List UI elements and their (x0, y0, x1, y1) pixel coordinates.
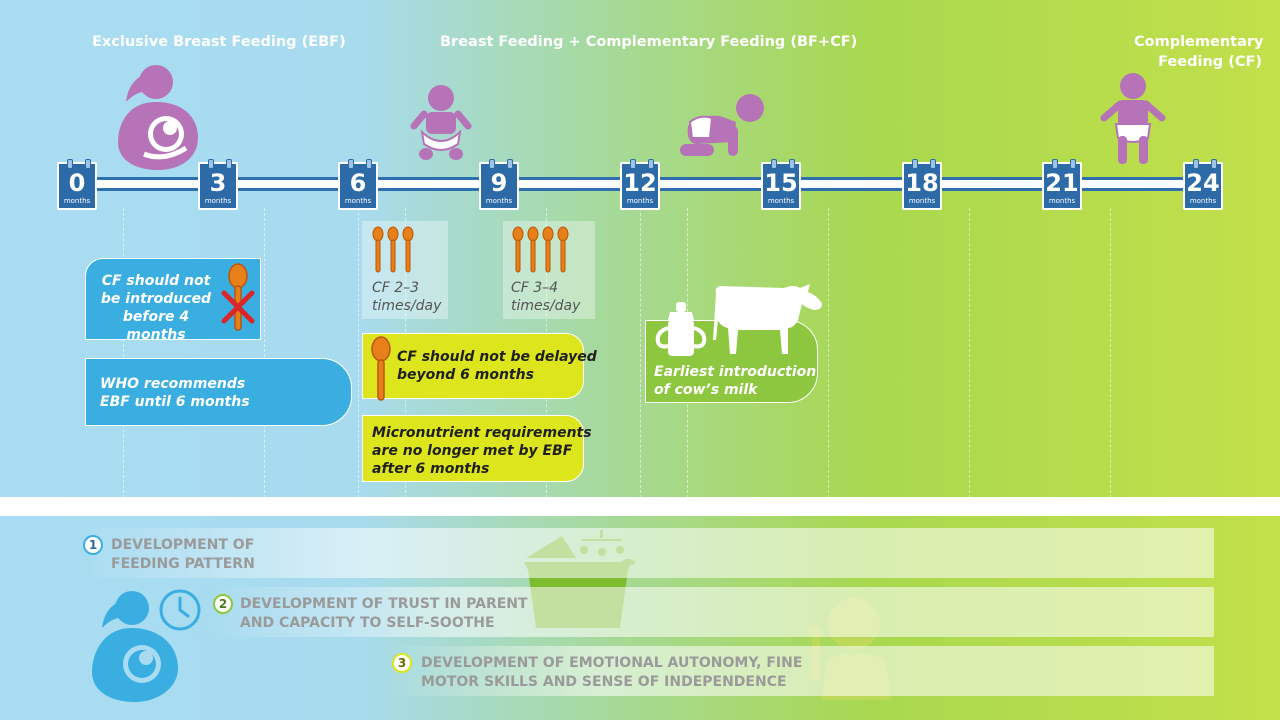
cf-not-delayed-text: CF should not be delayed beyond 6 months (397, 348, 597, 384)
month-unit: months (767, 197, 795, 205)
phase-heading-bfcf: Breast Feeding + Complementary Feeding (… (440, 34, 858, 50)
month-number: 6 (349, 169, 367, 197)
month-unit: months (908, 197, 936, 205)
breastfeeding-mother-icon (118, 65, 198, 170)
sippy-cup-icon (655, 302, 707, 356)
guide-line (828, 208, 829, 498)
month-number: 12 (623, 169, 657, 197)
micronutrient-text: Micronutrient requirements are no longer… (372, 424, 592, 478)
spoon-icon (371, 336, 391, 401)
cf-3-4-text: CF 3–4 times/day (511, 279, 580, 315)
text-line: MOTOR SKILLS AND SENSE OF INDEPENDENCE (421, 674, 787, 690)
cows-milk-text: Earliest introduction of cow’s milk (654, 363, 816, 399)
month-marker-12: 12 months (620, 159, 660, 210)
guide-line (358, 208, 359, 498)
guide-line (123, 208, 124, 498)
development-bar-1 (78, 528, 1214, 578)
text-line: times/day (511, 298, 581, 314)
text-line: are no longer met by EBF (372, 443, 573, 459)
cross-mark-icon (221, 290, 255, 324)
cf-not-introduced-text: CF should not be introduced before 4 mon… (96, 272, 216, 344)
month-unit: months (485, 197, 513, 205)
month-marker-15: 15 months (761, 159, 801, 210)
baby-crawling-icon (680, 94, 764, 156)
text-line: after 6 months (372, 461, 490, 477)
text-line: Micronutrient requirements (372, 425, 592, 441)
text-line: DEVELOPMENT OF (111, 537, 255, 553)
text-line: WHO recommends (100, 376, 246, 392)
month-marker-18: 18 months (902, 159, 942, 210)
month-marker-0: 0 months (57, 159, 97, 210)
guide-line (1110, 208, 1111, 498)
cow-icon (713, 284, 822, 354)
development-label-3: DEVELOPMENT OF EMOTIONAL AUTONOMY, FINE … (421, 654, 802, 692)
guide-line (969, 208, 970, 498)
month-marker-24: 24 months (1183, 159, 1223, 210)
text-line: times/day (372, 298, 442, 314)
text-line: AND CAPACITY TO SELF-SOOTHE (240, 615, 495, 631)
month-marker-3: 3 months (198, 159, 238, 210)
text-line: CF should not be delayed (397, 349, 597, 365)
text-line: of cow’s milk (654, 382, 758, 398)
text-line: CF 3–4 (511, 280, 559, 296)
text-line: FEEDING PATTERN (111, 556, 255, 572)
micronutrient-box (362, 415, 584, 482)
month-number: 15 (764, 169, 798, 197)
spoon-icon (512, 226, 569, 273)
cf-2-3-text: CF 2–3 times/day (372, 279, 441, 315)
text-line: CF 2–3 (372, 280, 420, 296)
text-line: be introduced (100, 291, 212, 307)
month-number: 24 (1186, 169, 1220, 197)
development-label-1: DEVELOPMENT OF FEEDING PATTERN (111, 536, 255, 574)
month-number: 9 (490, 169, 508, 197)
guide-line (264, 208, 265, 498)
text-line: DEVELOPMENT OF TRUST IN PARENT (240, 596, 528, 612)
baby-sitting-icon (410, 85, 472, 160)
month-marker-9: 9 months (479, 159, 519, 210)
development-bar-3 (385, 646, 1214, 696)
month-unit: months (344, 197, 372, 205)
month-unit: months (63, 197, 91, 205)
month-unit: months (1048, 197, 1076, 205)
development-label-2: DEVELOPMENT OF TRUST IN PARENT AND CAPAC… (240, 595, 528, 633)
development-number-badge: 1 (83, 535, 103, 555)
text-line: CF should not (101, 273, 211, 289)
cf-not-delayed-box (362, 333, 584, 399)
phase-heading-cf-line2: Feeding (CF) (1158, 54, 1262, 70)
text-line: EBF until 6 months (100, 394, 250, 410)
guide-line (640, 208, 641, 498)
phase-heading-cf: Complementary Feeding (CF) (1134, 32, 1264, 72)
month-unit: months (204, 197, 232, 205)
text-line: DEVELOPMENT OF EMOTIONAL AUTONOMY, FINE (421, 655, 803, 671)
phase-heading-ebf: Exclusive Breast Feeding (EBF) (92, 34, 346, 50)
breastfeeding-mother-icon (92, 591, 178, 702)
month-number: 21 (1045, 169, 1079, 197)
toddler-standing-icon (1100, 73, 1166, 164)
month-marker-6: 6 months (338, 159, 378, 210)
who-recommendation-box (85, 358, 352, 426)
month-unit: months (626, 197, 654, 205)
month-marker-21: 21 months (1042, 159, 1082, 210)
development-number-badge: 3 (392, 653, 412, 673)
text-line: before 4 months (122, 309, 190, 343)
development-number-badge: 2 (213, 594, 233, 614)
phase-heading-cf-line1: Complementary (1134, 34, 1264, 50)
month-number: 3 (209, 169, 227, 197)
section-divider (0, 497, 1280, 516)
month-unit: months (1189, 197, 1217, 205)
clock-icon (159, 589, 201, 631)
month-number: 0 (68, 169, 86, 197)
development-bar-2 (205, 587, 1214, 637)
spoon-icon (372, 226, 414, 273)
text-line: Earliest introduction (654, 364, 817, 380)
month-number: 18 (905, 169, 939, 197)
who-recommendation-text: WHO recommends EBF until 6 months (100, 375, 250, 411)
text-line: beyond 6 months (397, 367, 534, 383)
